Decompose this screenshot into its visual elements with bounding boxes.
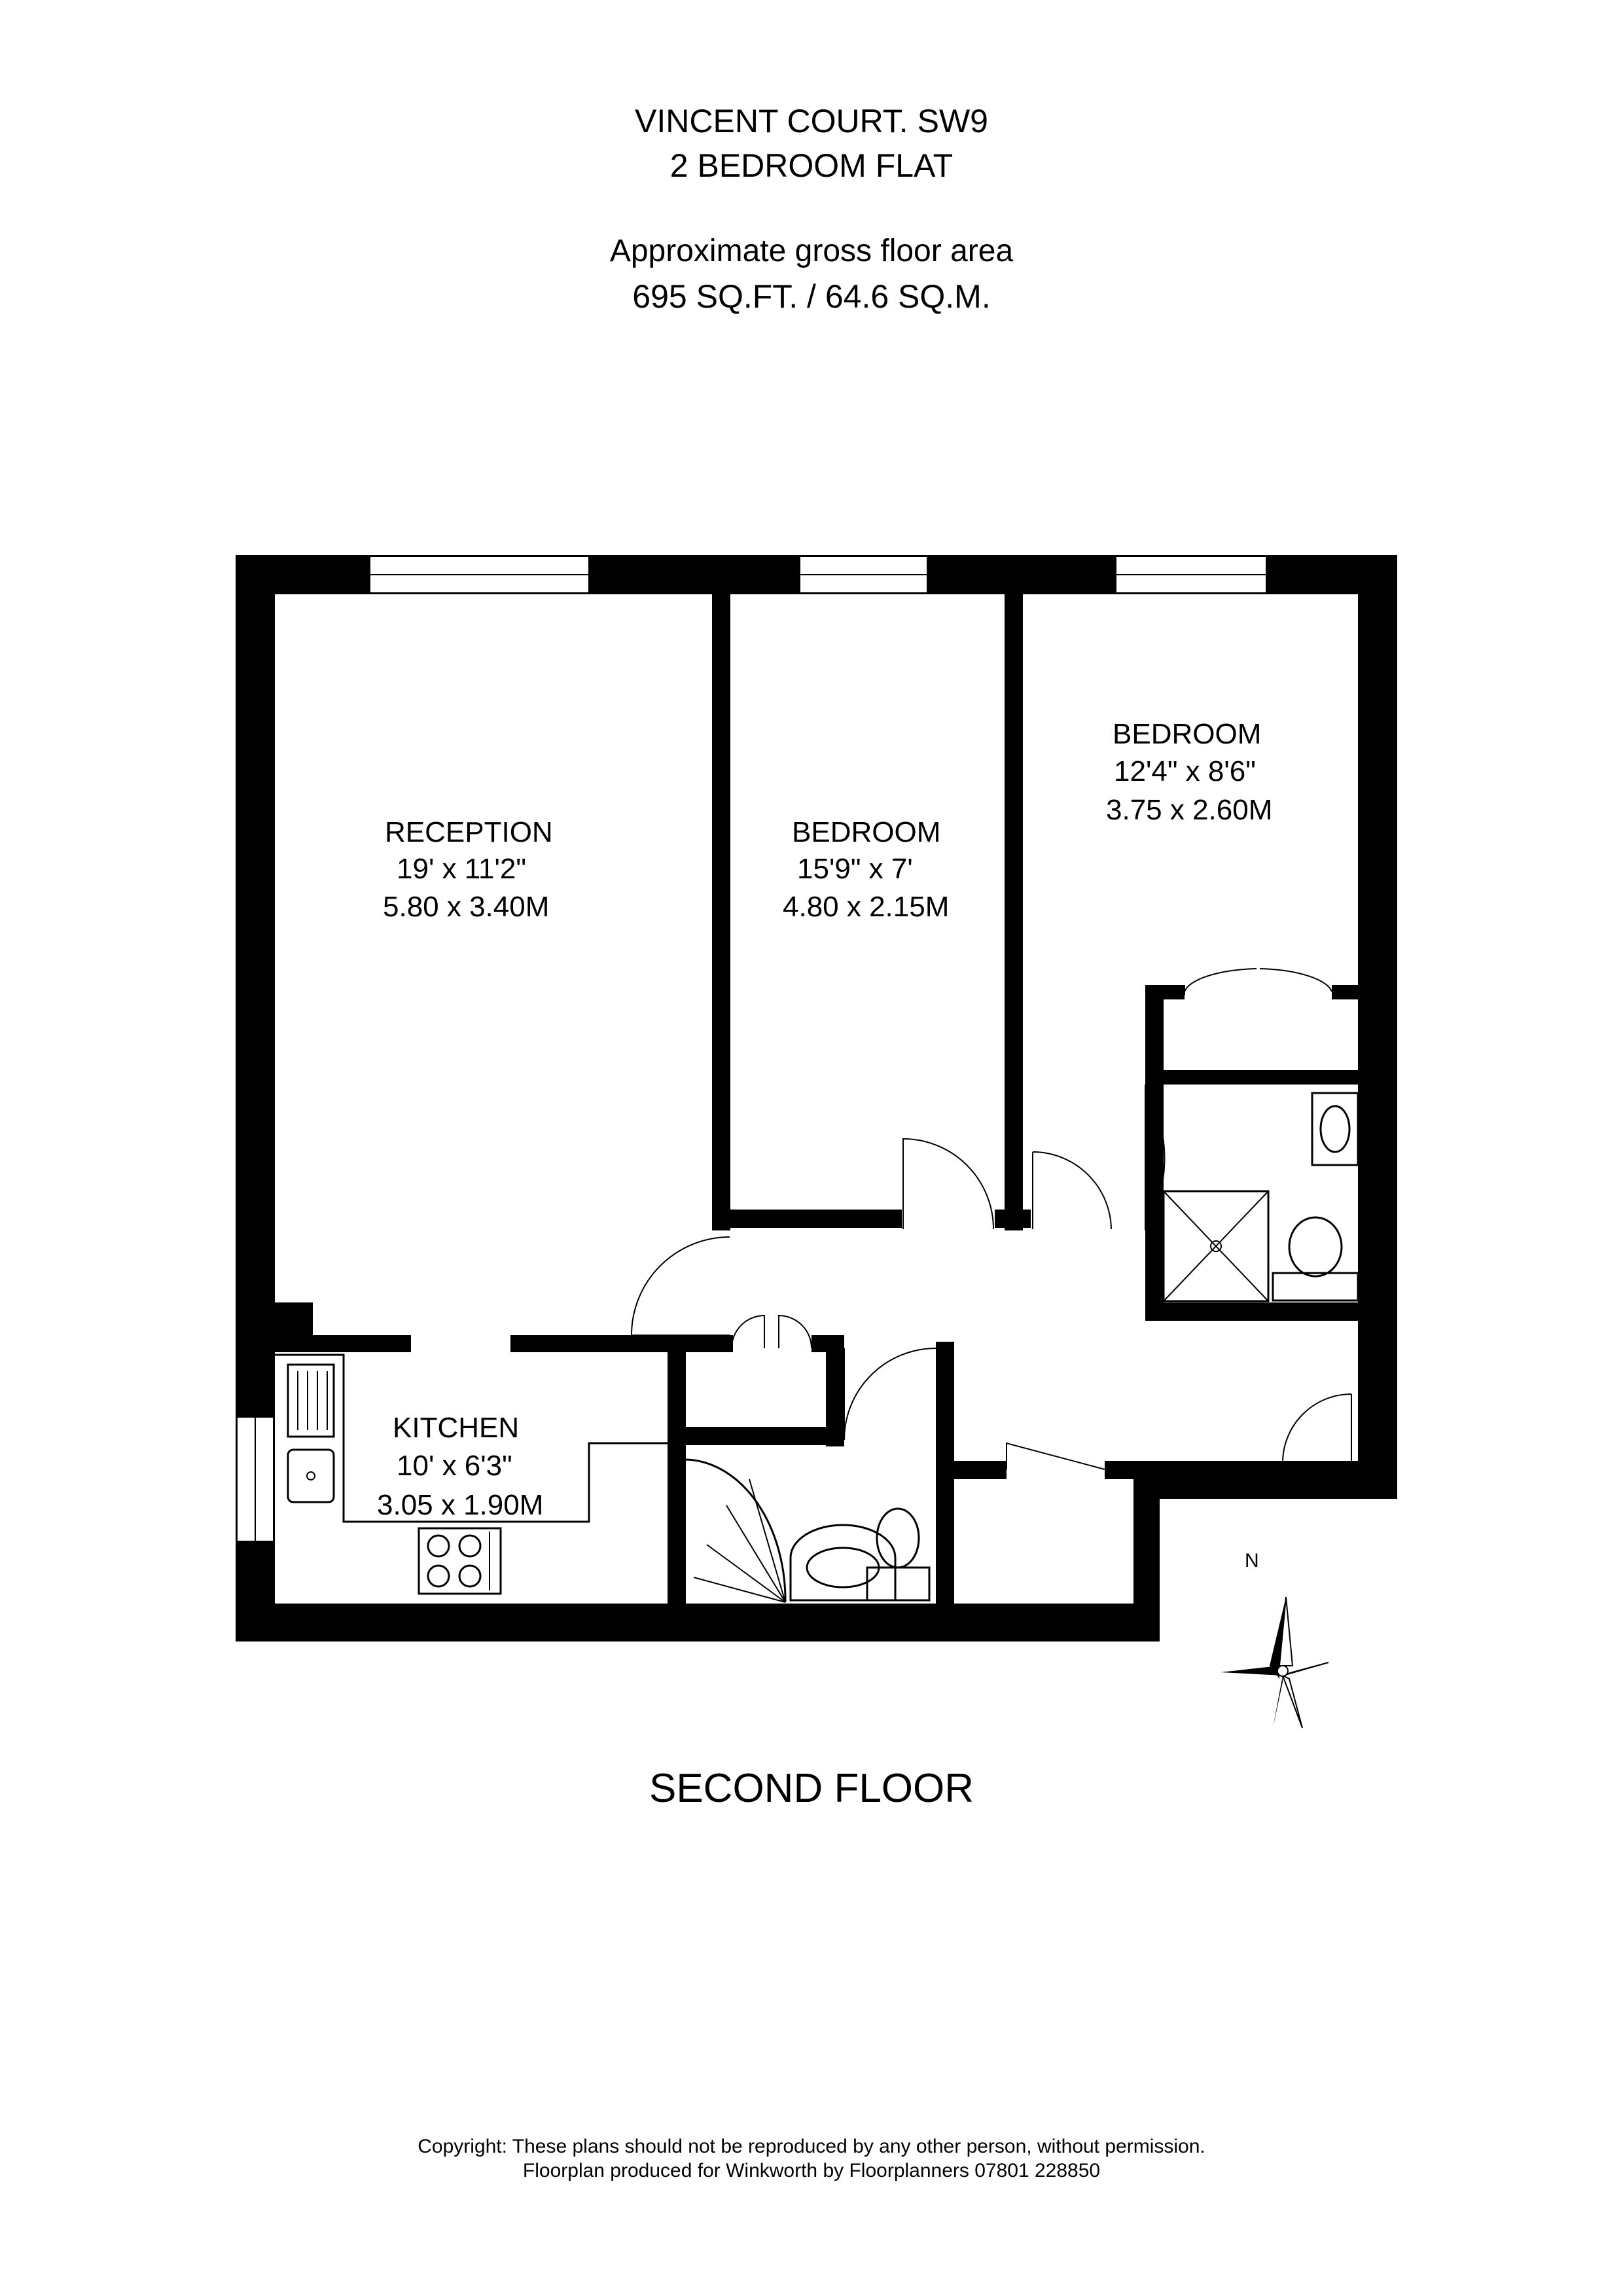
reception-metric: 5.80 x 3.40M (383, 891, 550, 923)
door-bedroom-middle[interactable] (902, 1138, 994, 1230)
wall-kitchen-top-left (274, 1335, 411, 1352)
door-cupboard[interactable] (731, 1314, 812, 1349)
wall-wardrobe-top-right (1332, 985, 1361, 999)
doors (630, 968, 1352, 1470)
sink-drainer (287, 1363, 335, 1438)
spiral-stair-icon (685, 1458, 787, 1603)
wall-cupboard-top-left (686, 1335, 732, 1352)
bedroom-middle-imperial: 15'9" x 7' (797, 853, 913, 885)
reception-label: RECEPTION (385, 816, 553, 848)
door-reception[interactable] (630, 1236, 730, 1336)
shower-tray-icon (1162, 1190, 1270, 1302)
windows (236, 556, 1267, 1542)
wall-wardrobe-bottom (1145, 1070, 1361, 1085)
property-title: VINCENT COURT. SW9 (635, 103, 988, 139)
compass-icon (1221, 1596, 1329, 1729)
wall-wardrobe-top-left (1145, 985, 1185, 999)
hob-icon (418, 1527, 502, 1595)
bedroom-right-imperial: 12'4" x 8'6" (1114, 755, 1256, 787)
kitchen-metric: 3.05 x 1.90M (377, 1489, 544, 1521)
ensuite-fixtures (1162, 1092, 1359, 1302)
door-bedroom-right[interactable] (1032, 1151, 1112, 1230)
ensuite-cistern (1272, 1272, 1359, 1302)
kitchen-imperial: 10' x 6'3" (397, 1450, 512, 1482)
bedroom-right-metric: 3.75 x 2.60M (1106, 794, 1273, 826)
sink-bowl (287, 1448, 335, 1503)
reception-imperial: 19' x 11'2" (397, 853, 526, 885)
wall-ensuite-left (1145, 985, 1164, 1316)
wall-kitchen-corner (274, 1302, 313, 1338)
toilet-icon (876, 1507, 920, 1569)
kitchen-label: KITCHEN (393, 1412, 520, 1444)
door-entrance[interactable] (1282, 1393, 1352, 1463)
door-wc[interactable] (844, 1348, 936, 1441)
wall-bedroom-bottom-right (995, 1210, 1031, 1228)
property-type: 2 BEDROOM FLAT (669, 147, 954, 184)
bedroom-right-label: BEDROOM (1113, 718, 1262, 750)
area-value: 695 SQ.FT. / 64.6 SQ.M. (632, 278, 991, 315)
door-ensuite[interactable] (1145, 1084, 1166, 1231)
outer-wall-bottom (236, 1604, 1160, 1641)
bedroom-middle-label: BEDROOM (792, 816, 941, 848)
wall-bedroom-bedroom (1005, 592, 1023, 1230)
toilet-cistern (866, 1566, 931, 1602)
wall-kitchen-right (668, 1335, 686, 1610)
interior-walls (274, 592, 1361, 1610)
wall-cupboard-bottom (686, 1427, 843, 1445)
floor-label: SECOND FLOOR (649, 1766, 974, 1811)
ensuite-toilet-icon (1288, 1216, 1343, 1278)
kitchen-fixtures (275, 1354, 668, 1595)
ensuite-basin-icon (1311, 1092, 1359, 1166)
wall-reception-bedroom (712, 592, 730, 1230)
area-label: Approximate gross floor area (609, 234, 1014, 268)
wall-hall-cupboard-left (954, 1461, 1007, 1479)
door-hall-cupboard[interactable] (1006, 1442, 1105, 1470)
wall-wc-right (936, 1342, 954, 1604)
door-wardrobe[interactable] (1184, 968, 1332, 995)
producer-credit: Floorplan produced for Winkworth by Floo… (522, 2160, 1101, 2181)
wall-ensuite-bottom (1145, 1302, 1361, 1321)
outer-wall-step (1152, 1461, 1397, 1499)
kitchen-worktop (275, 1354, 668, 1523)
basin-icon (789, 1524, 897, 1602)
copyright-notice: Copyright: These plans should not be rep… (418, 2136, 1205, 2157)
wc-fixtures (685, 1458, 931, 1603)
wall-bedroom-bottom-left (712, 1210, 902, 1228)
compass-north-label: N (1245, 1550, 1259, 1571)
wall-hall-cupboard-right (1105, 1461, 1157, 1479)
outer-wall-right (1358, 555, 1397, 1499)
bedroom-middle-metric: 4.80 x 2.15M (783, 891, 950, 923)
